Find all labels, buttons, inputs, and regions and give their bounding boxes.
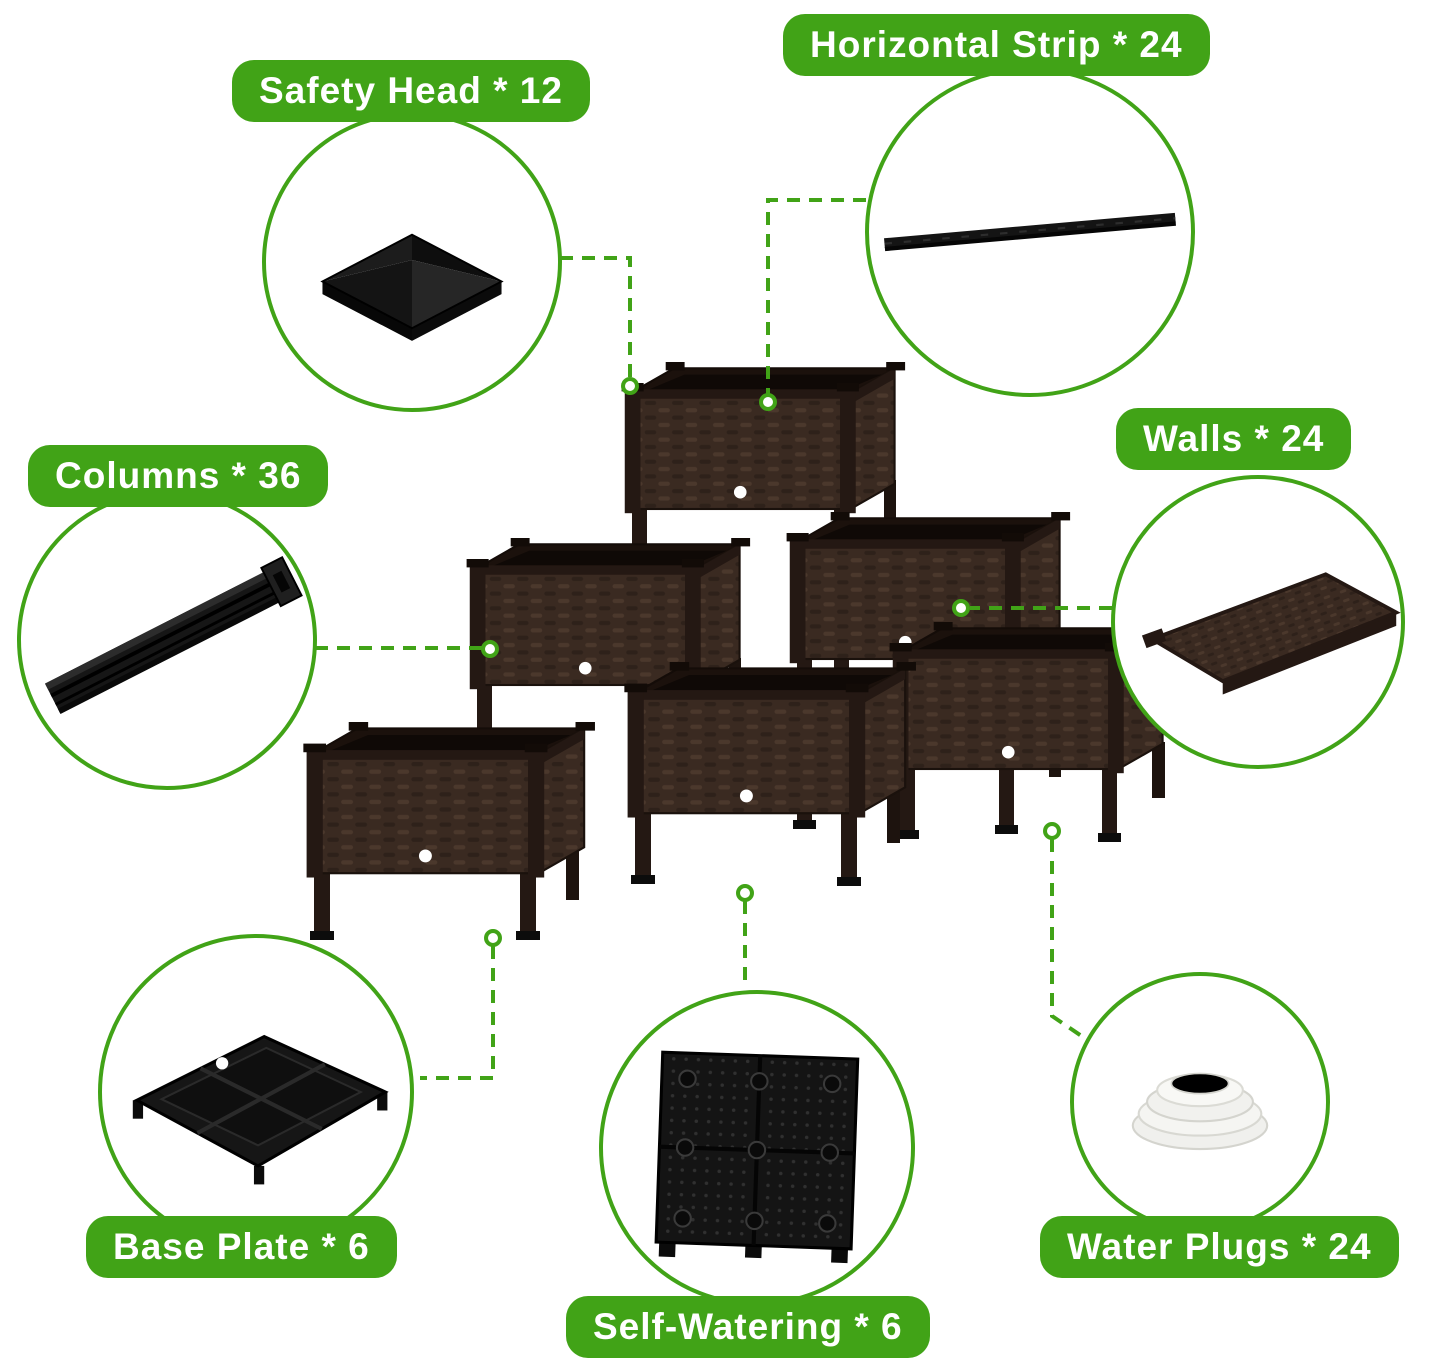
connector-dot: [1043, 822, 1061, 840]
assembled-planter-illustration: [302, 360, 1175, 940]
self-watering-bubble: [599, 990, 915, 1306]
horizontal-strip-bubble: [865, 67, 1195, 397]
horizontal-strip-label: Horizontal Strip * 24: [783, 14, 1210, 77]
base-plate-bubble: [98, 934, 414, 1250]
safety-head-cap-icon: [320, 233, 504, 341]
water-plugs-label: Water Plugs * 24: [1040, 1216, 1399, 1279]
connector-dot: [481, 640, 499, 658]
safety-head-label: Safety Head * 12: [232, 60, 590, 123]
leader-lines: [315, 198, 1112, 1080]
water-plugs-bubble: [1070, 972, 1330, 1232]
column-post-icon: [45, 555, 303, 714]
connector-dot: [621, 377, 639, 395]
connector-dot: [484, 929, 502, 947]
wall-panel-icon: [1141, 572, 1401, 695]
leader-line-water-plugs: [1050, 839, 1085, 1039]
leader-line-horizontal-strip: [766, 198, 866, 394]
connector-dot: [736, 884, 754, 902]
self-watering-label: Self-Watering * 6: [566, 1296, 930, 1359]
planter-box-bottom-right: [888, 620, 1175, 842]
connector-dots: [481, 377, 1061, 947]
connector-dot: [952, 599, 970, 617]
planter-box-bottom-center: [623, 660, 918, 886]
self-watering-plate-icon: [654, 1050, 860, 1264]
planter-box-bottom-left: [302, 720, 597, 940]
safety-head-bubble: [262, 112, 562, 412]
water-plug-icon: [1131, 1072, 1269, 1151]
columns-label: Columns * 36: [28, 445, 329, 508]
horizontal-strip-icon: [884, 212, 1176, 252]
base-plate-icon: [132, 1034, 389, 1185]
columns-bubble: [17, 490, 317, 790]
connector-dot: [759, 393, 777, 411]
walls-bubble: [1111, 475, 1405, 769]
walls-label: Walls * 24: [1116, 408, 1352, 471]
leader-line-base-plate: [420, 946, 495, 1080]
leader-line-safety-head: [560, 256, 632, 378]
base-plate-label: Base Plate * 6: [86, 1216, 397, 1279]
